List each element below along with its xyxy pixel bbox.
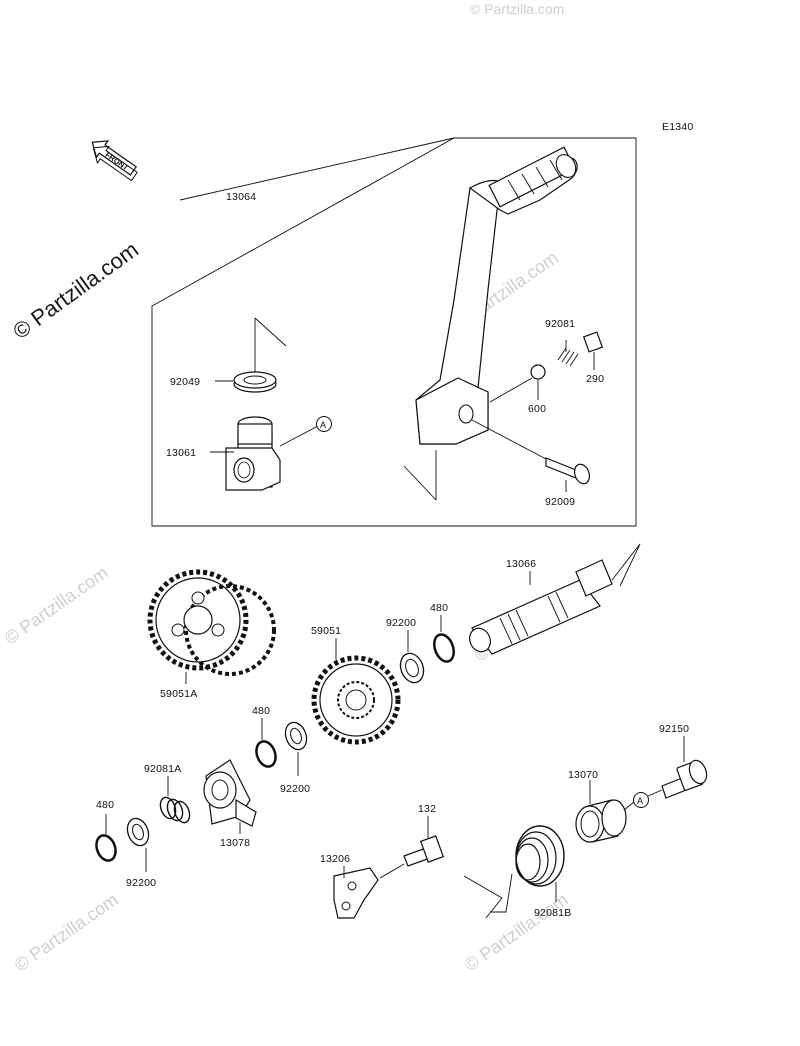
- pin-290: [582, 331, 604, 353]
- marker-a-icon: A: [633, 792, 649, 808]
- front-arrow-icon: FRONT: [91, 140, 138, 182]
- washer-92200-b: [284, 721, 308, 751]
- guide-13206: [333, 867, 379, 919]
- bolt-92009: [545, 457, 591, 485]
- spring-92081a: [159, 796, 191, 824]
- kick-pedal: [415, 146, 578, 445]
- brand-watermark: © Partzilla.com: [8, 237, 143, 344]
- spring-92081: [557, 347, 579, 367]
- label-13078: 13078: [220, 837, 250, 849]
- label-13070: 13070: [568, 769, 598, 781]
- watermark: © Partzilla.com: [1, 562, 112, 648]
- label-13066: 13066: [506, 558, 536, 570]
- label-290: 290: [586, 373, 604, 385]
- washer-92049: [233, 371, 277, 393]
- label-92200-a: 92200: [386, 617, 416, 629]
- label-59051: 59051: [311, 625, 341, 637]
- label-92200-c: 92200: [126, 877, 156, 889]
- label-600: 600: [528, 403, 546, 415]
- assembly-frame: [151, 137, 637, 527]
- marker-a-icon: A: [316, 416, 332, 432]
- gear-59051a: [147, 569, 276, 676]
- bolt-132: [403, 835, 445, 867]
- label-59051a: 59051A: [160, 688, 197, 700]
- label-13061: 13061: [166, 447, 196, 459]
- watermark: © Partzilla.com: [461, 889, 572, 975]
- label-92009: 92009: [545, 496, 575, 508]
- label-480-b: 480: [252, 705, 270, 717]
- washer-92200-c: [126, 817, 150, 847]
- boss-13061: [225, 416, 281, 491]
- shaft-13066: [469, 559, 613, 655]
- washer-92200-a: [399, 652, 425, 684]
- label-480-a: 480: [430, 602, 448, 614]
- label-92150: 92150: [659, 723, 689, 735]
- watermark: © Partzilla.com: [470, 1, 564, 17]
- label-13206: 13206: [320, 853, 350, 865]
- svg-text:A: A: [320, 420, 326, 430]
- circlip-480-b: [255, 740, 277, 768]
- ratchet-13078: [203, 759, 257, 827]
- diagram-code: E1340: [662, 121, 693, 133]
- watermark: © Partzilla.com: [11, 889, 122, 975]
- label-480-c: 480: [96, 799, 114, 811]
- label-92081: 92081: [545, 318, 575, 330]
- label-132: 132: [418, 803, 436, 815]
- svg-text:A: A: [637, 796, 643, 806]
- ball-600: [530, 364, 546, 380]
- gear-59051: [311, 655, 401, 745]
- label-92049: 92049: [170, 376, 200, 388]
- spring-92081b: [490, 825, 565, 913]
- label-13064: 13064: [226, 191, 256, 203]
- label-92081a: 92081A: [144, 763, 181, 775]
- watermarks: © Partzilla.com © Partzilla.com © Partzi…: [1, 1, 582, 975]
- label-92081b: 92081B: [534, 907, 571, 919]
- circlip-480-c: [95, 834, 117, 862]
- collar-13070: [575, 799, 627, 843]
- label-92200-b: 92200: [280, 783, 310, 795]
- bolt-92150: [661, 759, 708, 799]
- circlip-480-a: [433, 633, 455, 663]
